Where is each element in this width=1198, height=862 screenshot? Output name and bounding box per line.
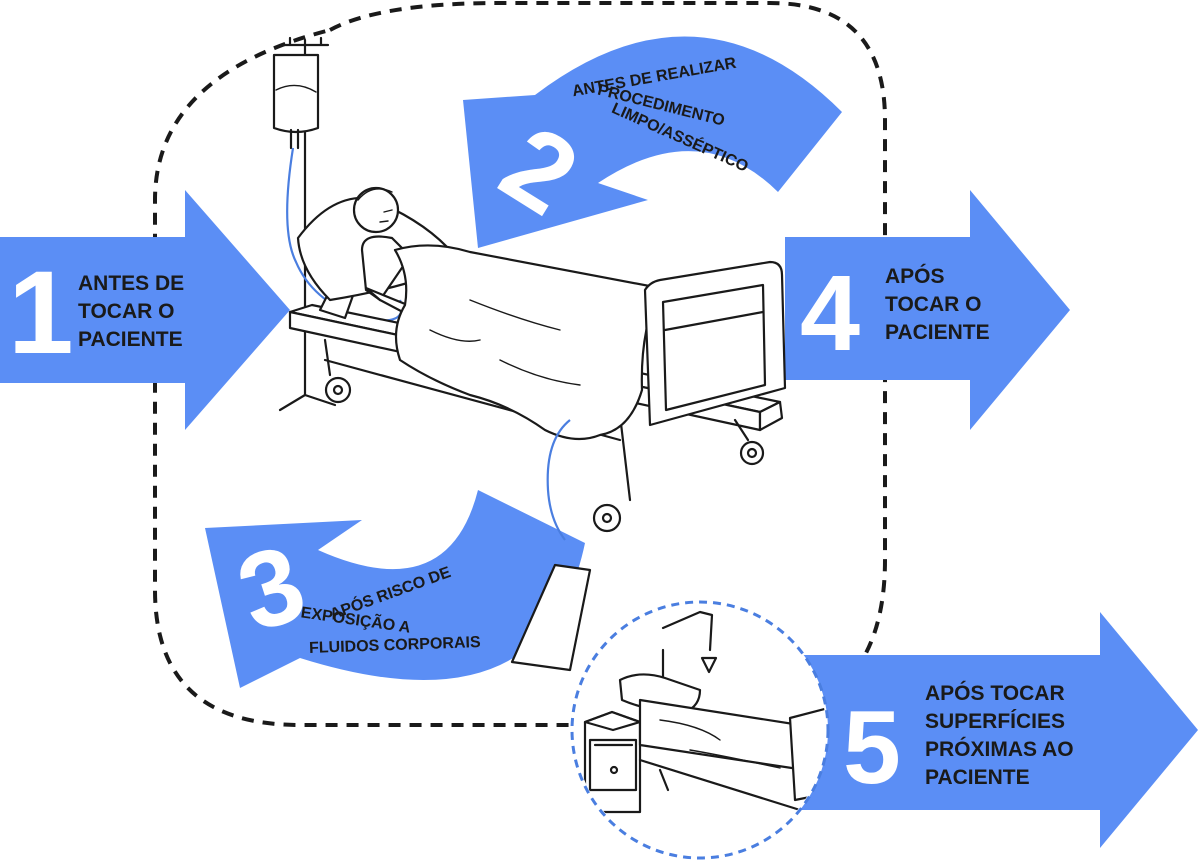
- empty-bed-icon: [618, 610, 826, 812]
- moment-5-label-line4: PACIENTE: [925, 766, 1030, 789]
- moment-5-label-line3: PRÓXIMAS AO: [925, 737, 1074, 761]
- moment-2-arrow: [463, 36, 842, 248]
- moment-4-label-line1: APÓS: [885, 264, 945, 288]
- moment-1-label-line2: TOCAR O: [78, 300, 174, 323]
- iv-drip-stand-icon: [272, 36, 337, 412]
- moment-5-number: 5: [843, 690, 901, 806]
- patient-zone-boundary: [153, 0, 887, 727]
- moment-3-arrow: [205, 490, 585, 688]
- hospital-bed-with-patient-icon: [288, 186, 787, 533]
- moment-5-label-line2: SUPERFÍCIES: [925, 710, 1065, 733]
- moment-1-label-line1: ANTES DE: [78, 272, 184, 295]
- moment-3-label-line3: FLUIDOS CORPORAIS: [309, 634, 481, 657]
- moment-5-arrow: [800, 612, 1198, 848]
- moment-5-label-line1: APÓS TOCAR: [925, 681, 1065, 705]
- moment-4-number: 4: [800, 252, 860, 373]
- moment-1-number: 1: [8, 247, 74, 379]
- drain-tube: [546, 419, 571, 541]
- moment-4-arrow: [785, 190, 1070, 430]
- moment-1-arrow: [0, 190, 290, 430]
- drainage-bag: [510, 563, 592, 672]
- moment-1-label-line3: PACIENTE: [78, 328, 183, 351]
- moment-4-label-line3: PACIENTE: [885, 321, 990, 344]
- iv-tube: [286, 147, 403, 322]
- moment-4-label-line2: TOCAR O: [885, 293, 981, 316]
